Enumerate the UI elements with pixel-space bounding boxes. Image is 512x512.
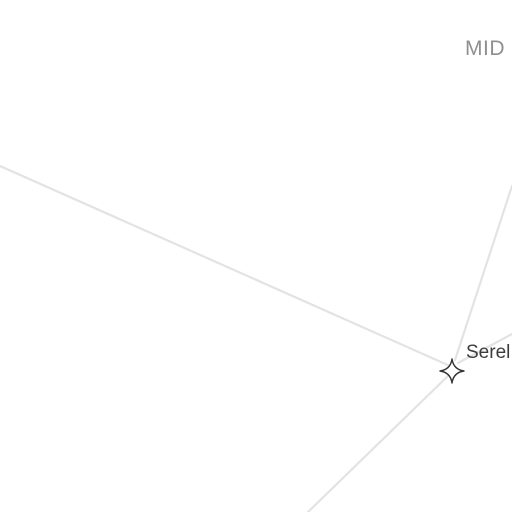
- place-marker[interactable]: [439, 358, 465, 384]
- road-east: [456, 332, 512, 365]
- place-label[interactable]: Serel: [466, 342, 511, 363]
- star-marker-icon: [439, 358, 465, 384]
- road-west: [0, 164, 452, 368]
- area-label: MID: [465, 37, 505, 60]
- road-southwest: [306, 372, 452, 512]
- road-north: [453, 184, 512, 362]
